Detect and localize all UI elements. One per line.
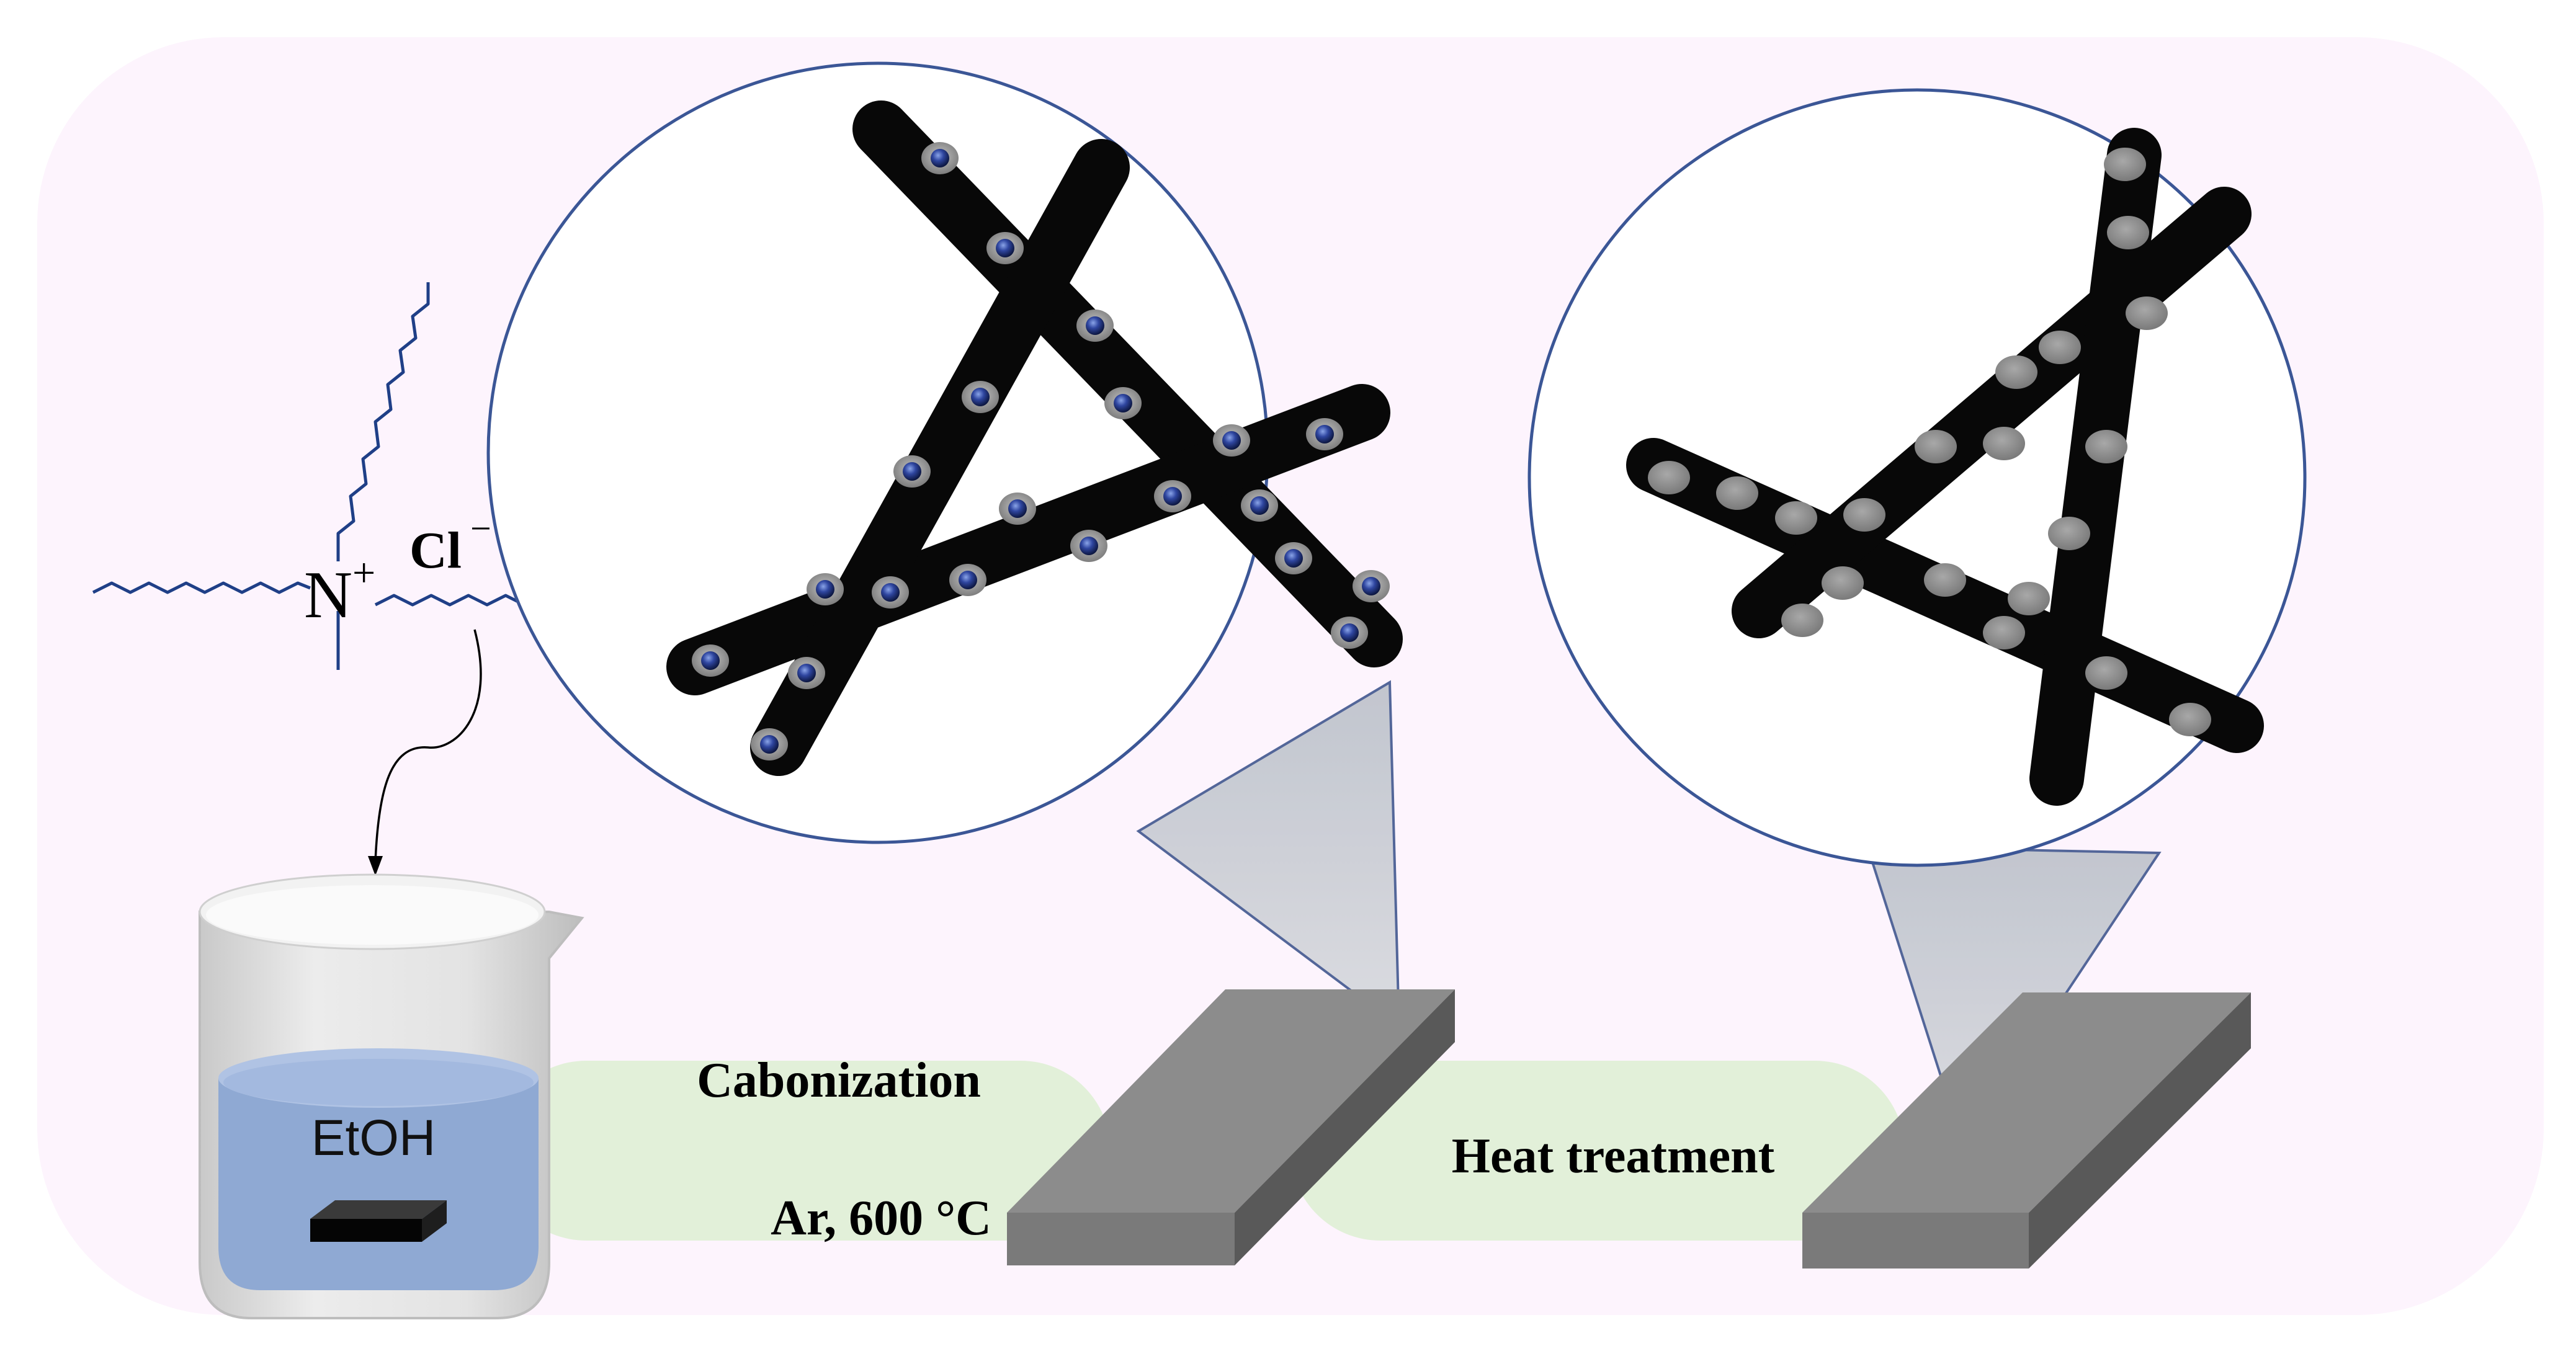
pore — [2085, 430, 2127, 463]
magnified-view-carbonized — [486, 61, 1403, 844]
beaker: EtOH — [199, 873, 584, 1319]
pore — [1924, 563, 1966, 597]
nanoparticle — [1086, 316, 1104, 335]
pore — [1648, 461, 1690, 494]
carbonization-band — [496, 1061, 1111, 1241]
pore — [2039, 331, 2081, 364]
alkyl-chain-up — [336, 282, 430, 561]
nanoparticle — [760, 735, 779, 754]
nitrogen-symbol: N — [304, 558, 352, 632]
chloride-symbol: Cl — [409, 522, 462, 579]
nanoparticle — [931, 149, 949, 167]
nanoparticle — [971, 388, 990, 406]
nanoparticle — [1222, 431, 1241, 450]
pore — [2085, 656, 2127, 690]
pore — [2107, 216, 2149, 249]
nanoparticle — [1080, 537, 1098, 555]
nanoparticle — [1362, 577, 1380, 595]
heat-treatment-band — [1290, 1061, 1905, 1241]
pore — [1915, 430, 1957, 463]
carbonization-title: Cabonization — [697, 1053, 981, 1108]
immersed-substrate — [310, 1200, 447, 1219]
carbonized-substrate — [1007, 989, 1455, 1265]
heat-treatment-title: Heat treatment — [1452, 1129, 1775, 1184]
nanoparticle — [1008, 499, 1027, 518]
magnifier-cone-1 — [1136, 680, 1401, 1030]
heat-treated-substrate — [1802, 992, 2251, 1269]
pore — [1983, 427, 2025, 460]
arrow-to-beaker — [374, 629, 482, 863]
pore — [2048, 517, 2090, 550]
nanoparticle — [1250, 496, 1269, 515]
pore — [1983, 616, 2025, 649]
solvent-label: EtOH — [311, 1110, 436, 1166]
nitrogen-charge: + — [352, 550, 375, 595]
nanoparticle — [1340, 623, 1359, 642]
nanoparticle — [903, 462, 921, 481]
nanoparticle — [1284, 549, 1303, 568]
carbonization-conditions: Ar, 600 °C — [771, 1191, 991, 1246]
alkyl-chain-left — [92, 581, 311, 594]
chloride-charge: − — [470, 508, 491, 549]
pore — [1995, 355, 2037, 389]
pore — [2008, 582, 2050, 615]
nanoparticle — [701, 651, 720, 670]
pore — [1716, 476, 1758, 510]
pore — [1775, 501, 1817, 535]
nanoparticle — [959, 571, 977, 589]
pore — [2104, 148, 2146, 181]
nanoparticle — [797, 664, 816, 682]
pore — [1843, 498, 1885, 532]
arrow-head — [368, 856, 383, 876]
nanoparticle — [1315, 425, 1334, 444]
nanoparticle-group — [692, 142, 1390, 760]
pore-group — [1648, 148, 2211, 736]
pore — [1822, 566, 1864, 600]
nanoparticle — [816, 580, 834, 599]
pore — [1781, 604, 1823, 637]
nanoparticle — [996, 239, 1014, 257]
pore — [2126, 297, 2168, 330]
pore — [2169, 703, 2211, 736]
nanoparticle — [881, 583, 900, 602]
magnified-view-heat-treated — [1527, 88, 2307, 867]
nanoparticle — [1114, 394, 1132, 412]
nanoparticle — [1163, 487, 1182, 506]
ethanol-solution — [218, 1078, 539, 1290]
